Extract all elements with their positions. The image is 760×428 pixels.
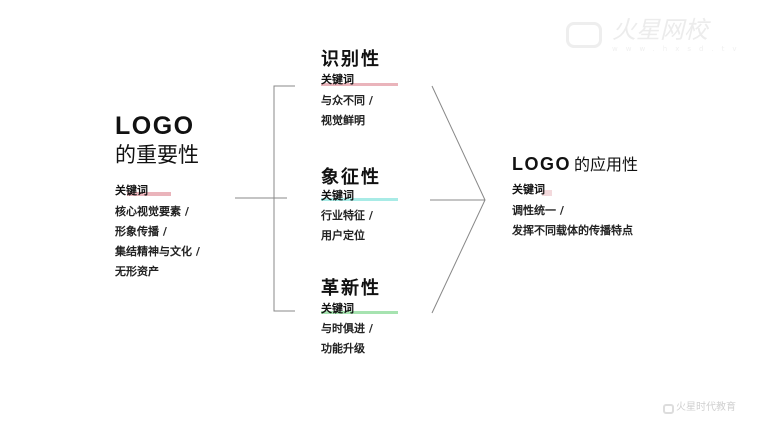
innovation-title: 革新性 bbox=[321, 278, 381, 299]
symbolism-item: 用户定位 bbox=[321, 229, 365, 242]
right-keyword-label: 关键词 bbox=[512, 183, 545, 196]
right-subtitle: 的应用性 bbox=[574, 155, 639, 174]
identity-title: 识别性 bbox=[321, 49, 381, 70]
left-logo-text: LOGO bbox=[115, 112, 195, 140]
innovation-item: 与时俱进 / bbox=[321, 322, 373, 335]
innovation-keyword-label: 关键词 bbox=[321, 302, 354, 315]
left-keyword-highlight bbox=[127, 192, 171, 196]
left-item: 无形资产 bbox=[115, 265, 159, 278]
left-item: 核心视觉要素 / bbox=[115, 205, 189, 218]
watermark-logo-icon bbox=[566, 22, 602, 48]
identity-item: 视觉鲜明 bbox=[321, 114, 365, 127]
left-item: 形象传播 / bbox=[115, 225, 167, 238]
right-item: 发挥不同载体的传播特点 bbox=[512, 224, 633, 237]
identity-item: 与众不同 / bbox=[321, 94, 373, 107]
innovation-item: 功能升级 bbox=[321, 342, 365, 355]
watermark-top-url: www.hxsd.tv bbox=[612, 45, 745, 53]
left-keyword-label: 关键词 bbox=[115, 184, 148, 197]
symbolism-keyword-highlight bbox=[321, 198, 398, 201]
innovation-keyword-highlight bbox=[321, 311, 398, 314]
right-logo-text: LOGO bbox=[512, 154, 571, 174]
right-keyword-highlight bbox=[542, 190, 552, 196]
right-heading: LOGO 的应用性 bbox=[512, 154, 639, 175]
symbolism-keyword-label: 关键词 bbox=[321, 189, 354, 202]
watermark-bottom-icon bbox=[663, 404, 674, 414]
left-subtitle: 的重要性 bbox=[115, 143, 199, 167]
identity-keyword-highlight bbox=[321, 83, 398, 86]
right-item: 调性统一 / bbox=[512, 204, 564, 217]
identity-keyword-label: 关键词 bbox=[321, 73, 354, 86]
symbolism-item: 行业特征 / bbox=[321, 209, 373, 222]
symbolism-title: 象征性 bbox=[321, 167, 381, 188]
watermark-bottom: 火星时代教育 bbox=[676, 402, 736, 413]
watermark-top: 火星网校 bbox=[612, 16, 708, 44]
left-item: 集结精神与文化 / bbox=[115, 245, 200, 258]
bracket bbox=[273, 85, 295, 312]
